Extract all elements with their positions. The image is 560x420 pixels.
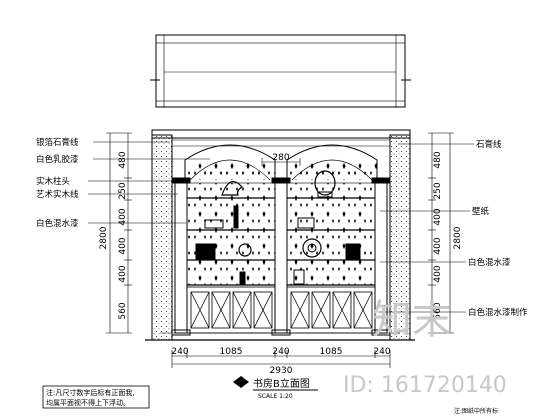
watermark: 知末 ID: 161720140	[343, 297, 507, 398]
left-dimension-chain	[106, 132, 132, 334]
bottom-dimension-chain	[171, 350, 391, 368]
right-dim-2: 250	[433, 182, 443, 199]
right-dimension-chain	[428, 132, 454, 334]
right-cabinet	[286, 286, 376, 334]
right-dim-5: 400	[433, 265, 443, 282]
bottom-dim-5: 240	[373, 347, 390, 357]
left-leaders	[88, 141, 210, 224]
bottom-dimension-texts: 240 1085 240 1085 240 2930	[171, 347, 390, 376]
label-art-molding: 艺术实木线	[36, 189, 79, 200]
watermark-logo: 知末	[372, 297, 452, 343]
right-dim-1: 480	[433, 151, 443, 168]
decor-objects	[195, 170, 361, 285]
bottom-dim-2: 1085	[220, 347, 243, 357]
label-white-paint-right: 白色混水漆	[468, 257, 511, 268]
left-cabinet	[186, 286, 276, 334]
right-dimension-texts: 480 250 400 400 400 560 2800	[433, 151, 463, 319]
left-arch-niche	[184, 144, 276, 181]
label-column-head: 实木柱头	[36, 176, 71, 187]
plan-view	[150, 34, 411, 108]
watermark-id: ID: 161720140	[343, 373, 507, 398]
note-line-1: 注:凡尺寸数字后标有正面我,	[46, 388, 135, 397]
note-box: 注:凡尺寸数字后标有正面我, 均属平面视不得上下浮动。	[42, 385, 150, 409]
right-dim-6: 560	[433, 302, 443, 319]
label-plaster-line: 银箔石膏线	[36, 137, 79, 148]
right-dim-total: 2800	[453, 226, 463, 249]
right-leaders	[378, 143, 474, 313]
label-wallpaper: 壁纸	[472, 206, 490, 217]
title-block: 书房B立面图 SCALE 1:20	[233, 376, 318, 400]
right-labels: 石膏线 壁纸 白色混水漆 白色混水漆制作	[468, 139, 528, 318]
drawing-scale: SCALE 1:20	[258, 393, 293, 400]
label-white-paint-made: 白色混水漆制作	[468, 307, 528, 318]
left-dim-4: 400	[118, 237, 128, 254]
elevation-view	[145, 129, 415, 341]
label-latex-paint: 白色乳胶漆	[36, 154, 79, 165]
label-white-paint-left: 白色混水漆	[36, 218, 79, 229]
bottom-right-note: 注:图纸中所有标	[454, 407, 498, 415]
right-dim-4: 400	[433, 237, 443, 254]
left-labels: 银箔石膏线 白色乳胶漆 实木柱头 艺术实木线 白色混水漆	[36, 137, 79, 229]
left-dim-5: 400	[118, 265, 128, 282]
left-dim-2: 250	[118, 182, 128, 199]
drawing-title: 书房B立面图	[253, 377, 310, 390]
left-dimension-texts: 480 250 400 400 400 560 2800	[99, 151, 128, 319]
bottom-dim-3: 240	[272, 347, 289, 357]
label-plaster-line-right: 石膏线	[476, 139, 502, 150]
arch-dimension	[261, 158, 301, 166]
left-dim-3: 400	[118, 208, 128, 225]
left-dim-1: 480	[118, 151, 128, 168]
right-arch-niche	[286, 144, 378, 181]
left-dim-total: 2800	[99, 226, 109, 249]
left-dim-6: 560	[118, 302, 128, 319]
bottom-dim-total: 2930	[270, 366, 293, 376]
section-symbol-icon	[233, 376, 249, 388]
arch-dim-text: 280	[272, 153, 289, 163]
note-line-2: 均属平面视不得上下浮动。	[46, 398, 130, 407]
bottom-dim-1: 240	[171, 347, 188, 357]
right-dim-3: 400	[433, 208, 443, 225]
bottom-dim-4: 1085	[320, 347, 343, 357]
